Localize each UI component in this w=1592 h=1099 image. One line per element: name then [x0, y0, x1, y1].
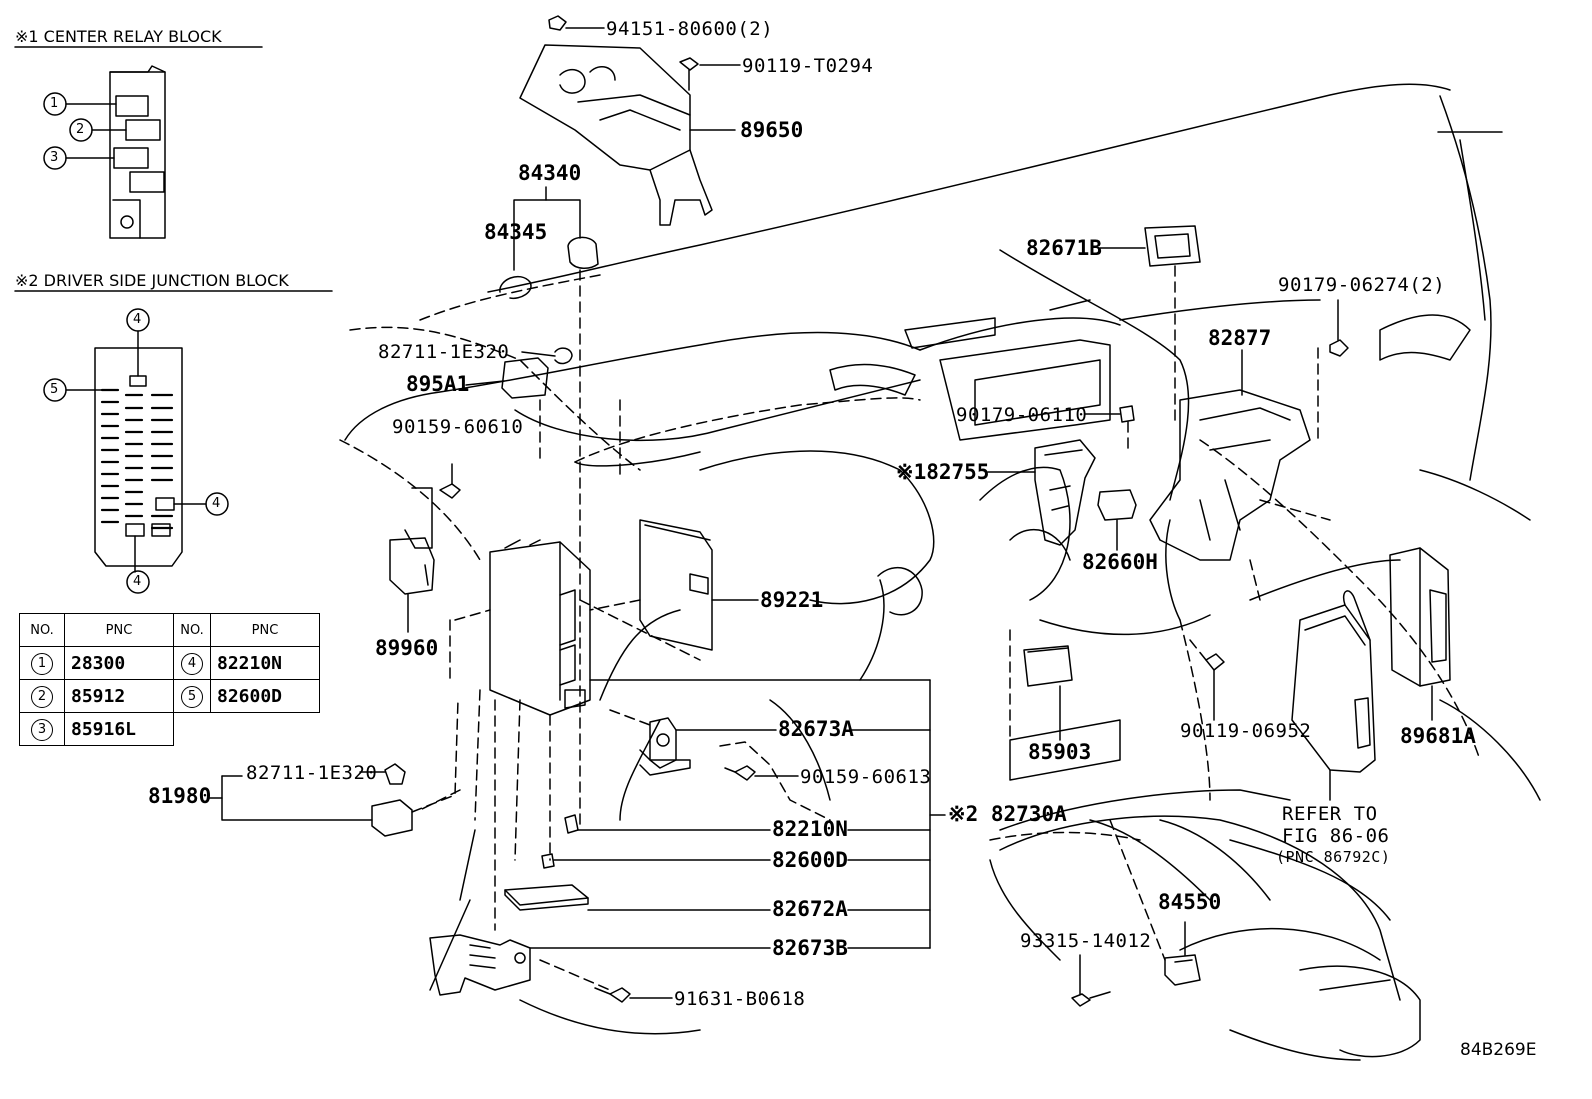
part-82210n: 82210N [772, 817, 848, 841]
parts-and-leaders [207, 15, 1451, 1007]
dashboard-outline [339, 83, 1541, 1061]
refer-to-line2: FIG 86-06 [1282, 825, 1390, 847]
header-pnc-b: PNC [210, 613, 320, 647]
pnc-table-header: NO. PNC NO. PNC [19, 613, 320, 647]
part-84340: 84340 [518, 161, 582, 185]
part-82730a: ※2 82730A [948, 802, 1067, 826]
part-90159-60613: 90159-60613 [800, 766, 932, 788]
refer-to-line3: (PNC 86792C) [1276, 848, 1391, 866]
header-no-a: NO. [19, 613, 65, 647]
row-pnc: 82600D [210, 679, 320, 713]
center-relay-block-drawing [14, 46, 263, 239]
callout-4-top: 4 [133, 312, 142, 327]
row-no-circle: 2 [31, 686, 53, 708]
part-91631: 91631-B0618 [674, 988, 806, 1010]
part-82660h: 82660H [1082, 550, 1158, 574]
table-row: 1 28300 4 82210N [19, 646, 320, 680]
callout-4-right: 4 [212, 496, 221, 511]
part-82711-lower: 82711-1E320 [246, 762, 378, 784]
header-pnc-a: PNC [64, 613, 174, 647]
part-89650: 89650 [740, 118, 804, 142]
row-no-circle: 1 [31, 653, 53, 675]
header-no-b: NO. [173, 613, 211, 647]
pnc-table: NO. PNC NO. PNC 1 28300 4 82210N 2 85912… [19, 613, 320, 746]
table-row: 3 85916L [19, 712, 320, 746]
part-89960: 89960 [375, 636, 439, 660]
part-89681a: 89681A [1400, 724, 1476, 748]
callout-2: 2 [76, 122, 85, 137]
part-82672a: 82672A [772, 897, 848, 921]
part-94151: 94151-80600(2) [606, 18, 774, 40]
part-82600d: 82600D [772, 848, 848, 872]
junction-block-title: ※2 DRIVER SIDE JUNCTION BLOCK [15, 271, 289, 290]
part-93315: 93315-14012 [1020, 930, 1152, 952]
callout-4-bottom: 4 [133, 574, 142, 589]
part-82671b: 82671B [1026, 236, 1102, 260]
part-90179-06110: 90179-06110 [956, 404, 1088, 426]
part-90179-06274: 90179-06274(2) [1278, 274, 1446, 296]
part-81980: 81980 [148, 784, 212, 808]
part-84345: 84345 [484, 220, 548, 244]
refer-to-line1: REFER TO [1282, 803, 1378, 825]
row-no-circle: 4 [181, 653, 203, 675]
row-no-circle: 3 [31, 719, 53, 741]
row-pnc: 85916L [64, 712, 174, 746]
part-90119-t0294: 90119-T0294 [742, 55, 874, 77]
figure-code: 84B269E [1460, 1040, 1537, 1060]
callout-1: 1 [50, 96, 59, 111]
row-pnc: 28300 [64, 646, 174, 680]
part-89221: 89221 [760, 588, 824, 612]
table-row: 2 85912 5 82600D [19, 679, 320, 713]
callout-5: 5 [50, 382, 59, 397]
row-pnc: 82210N [210, 646, 320, 680]
part-85903: 85903 [1028, 740, 1092, 764]
part-895a1: 895A1 [406, 372, 470, 396]
part-82711-upper: 82711-1E320 [378, 341, 510, 363]
center-relay-block-title: ※1 CENTER RELAY BLOCK [15, 27, 222, 46]
row-no-circle: 5 [181, 686, 203, 708]
part-82673b: 82673B [772, 936, 848, 960]
part-82877: 82877 [1208, 326, 1272, 350]
part-90159-60610: 90159-60610 [392, 416, 524, 438]
callout-3: 3 [50, 150, 59, 165]
junction-block-drawing [14, 290, 333, 594]
part-90119-06952: 90119-06952 [1180, 720, 1312, 742]
part-82755: ※182755 [896, 460, 990, 484]
part-84550: 84550 [1158, 890, 1222, 914]
row-pnc: 85912 [64, 679, 174, 713]
part-82673a: 82673A [778, 717, 854, 741]
